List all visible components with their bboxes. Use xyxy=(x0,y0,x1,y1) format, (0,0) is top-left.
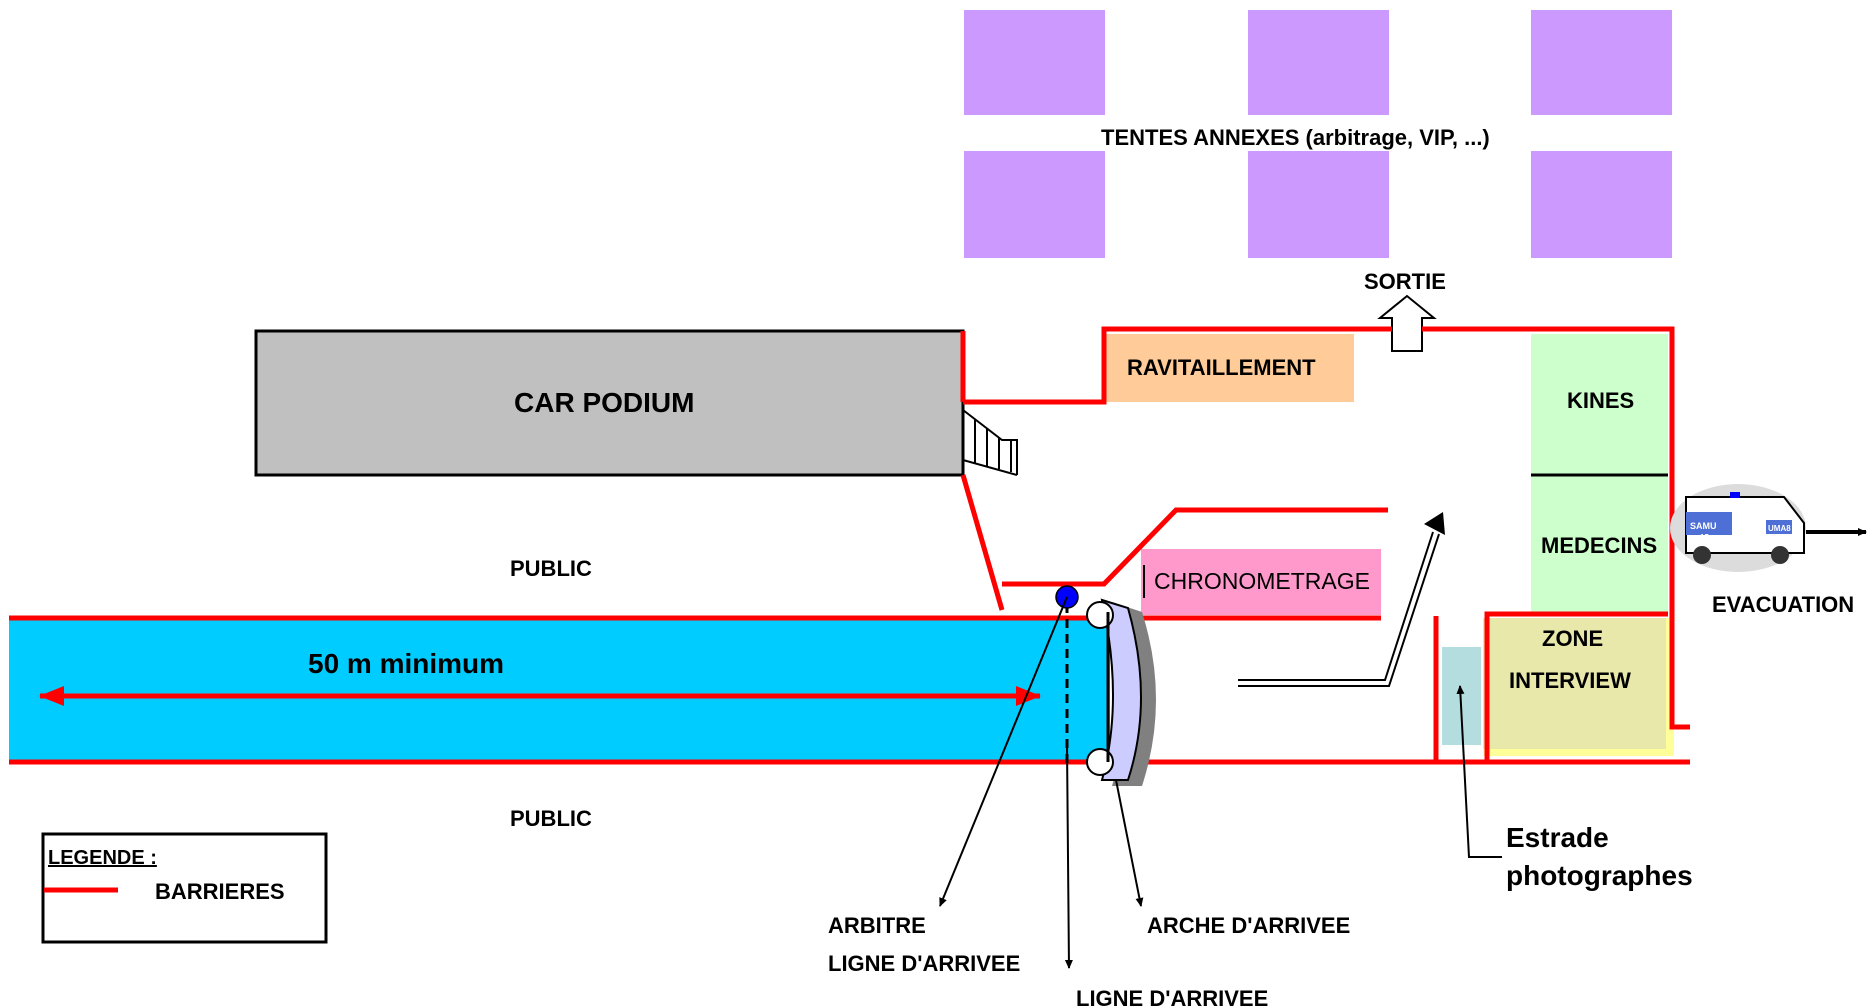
photo-stand-label-line2: photographes xyxy=(1506,860,1693,891)
arch-pointer xyxy=(1115,779,1144,907)
exit-arrow-icon xyxy=(1377,294,1437,352)
physio-label: KINES xyxy=(1567,388,1634,413)
exit-label: SORTIE xyxy=(1364,269,1446,294)
tents-label: TENTES ANNEXES (arbitrage, VIP, ...) xyxy=(1101,125,1490,150)
runner-flow-arrowhead xyxy=(1424,512,1445,535)
barrier-top-run xyxy=(963,326,1392,405)
medical-zone xyxy=(1531,475,1668,616)
photo-stand-label-line1: Estrade xyxy=(1506,822,1609,853)
refreshment-zone xyxy=(1104,334,1354,402)
runner-flow-arrow-inner xyxy=(1238,533,1440,687)
physio-zone xyxy=(1531,334,1668,475)
ambulance-text-3: UMA8 xyxy=(1768,524,1791,533)
car-podium-label: CAR PODIUM xyxy=(514,387,694,418)
legend-title: LEGENDE : xyxy=(48,847,157,869)
runner-flow-arrow xyxy=(1238,531,1434,681)
doctors-label: MEDECINS xyxy=(1541,533,1657,558)
tent-2 xyxy=(1248,10,1389,115)
tent-4 xyxy=(964,151,1105,258)
tent-6 xyxy=(1531,151,1672,258)
public-bottom-label: PUBLIC xyxy=(510,806,592,831)
podium-stairs-icon xyxy=(962,409,1018,476)
barrier-podium-diagonal xyxy=(960,474,1005,611)
public-top-label: PUBLIC xyxy=(510,556,592,581)
photo-stand-pointer xyxy=(1456,685,1502,858)
referee-label: ARBITRE xyxy=(828,913,926,938)
interview-zone-inner xyxy=(1483,618,1666,749)
tent-1 xyxy=(964,10,1105,115)
barrier-interview xyxy=(1484,611,1668,762)
referee-pointer xyxy=(939,596,1068,907)
tent-3 xyxy=(1531,10,1672,115)
referee-finish-line-label: LIGNE D'ARRIVEE xyxy=(828,951,1020,976)
finish-line-label: LIGNE D'ARRIVEE xyxy=(1076,986,1268,1008)
tent-5 xyxy=(1248,151,1389,258)
legend-barriers-label: BARRIERES xyxy=(155,879,285,904)
ambulance-text-1: SAMU xyxy=(1690,521,1717,531)
barriers xyxy=(9,326,1690,765)
finish-arch-label: ARCHE D'ARRIVEE xyxy=(1147,913,1350,938)
annex-tents xyxy=(964,10,1672,258)
finish-line-pointer xyxy=(1064,745,1073,969)
refreshment-label: RAVITAILLEMENT xyxy=(1127,355,1316,380)
timing-label: CHRONOMETRAGE xyxy=(1154,568,1370,594)
finish-track xyxy=(9,618,1110,762)
legend-box: LEGENDE : BARRIERES xyxy=(41,832,328,944)
evacuation-label: EVACUATION xyxy=(1712,592,1854,617)
timing-zone xyxy=(1141,549,1381,615)
finish-arch xyxy=(1086,598,1156,786)
ambulance-text-2: 15 xyxy=(1700,533,1709,542)
track-length-label: 50 m minimum xyxy=(308,648,504,679)
barrier-timing-funnel xyxy=(1002,507,1388,587)
interview-label-line2: INTERVIEW xyxy=(1509,668,1631,693)
ambulance-icon: SAMU 15 UMA8 xyxy=(1670,484,1806,572)
interview-label-line1: ZONE xyxy=(1542,626,1603,651)
